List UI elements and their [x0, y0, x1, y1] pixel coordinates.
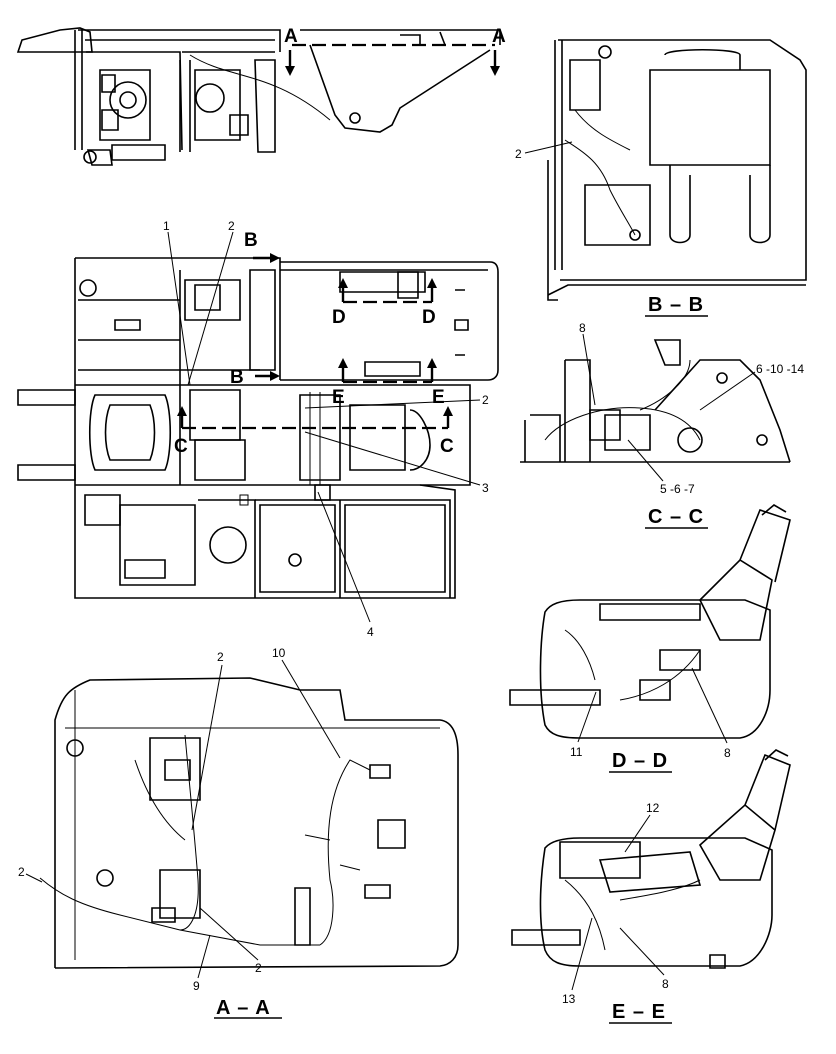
callout-2-aa-left: 2	[18, 865, 25, 879]
callout-6-10-14: 6 -10 -14	[756, 362, 804, 376]
callout-3: 3	[482, 481, 489, 495]
callout-11: 11	[570, 745, 583, 759]
callout-8-cc: 8	[579, 321, 586, 335]
callout-12: 12	[646, 801, 660, 815]
view-c-c: 8 6 -10 -14 5 -6 -7 C – C	[520, 321, 804, 529]
view-a-a: 2 10 2 2 9 A – A	[18, 646, 459, 1019]
section-marker-e-right: E	[432, 387, 445, 408]
section-marker-d-left: D	[332, 307, 346, 328]
callout-8-ee: 8	[662, 977, 669, 991]
section-marker-a-left: A	[284, 26, 298, 47]
section-marker-a-right: A	[492, 26, 506, 47]
callout-10-aa: 10	[272, 646, 286, 660]
plan-view: B B D D E E C C 1 2 2 3 4	[17, 219, 499, 639]
section-marker-c-right: C	[440, 436, 454, 457]
view-title-a-a: A – A	[216, 997, 271, 1019]
view-title-c-c: C – C	[648, 506, 704, 528]
callout-2-aa-bottom: 2	[255, 961, 262, 975]
callout-13: 13	[562, 992, 576, 1006]
callout-5-6-7: 5 -6 -7	[660, 482, 695, 496]
callout-2-aa-top: 2	[217, 650, 224, 664]
view-title-e-e: E – E	[612, 1001, 666, 1023]
callout-2-plan: 2	[228, 219, 235, 233]
view-e-e: 12 13 8 E – E	[511, 749, 791, 1024]
view-title-b-b: B – B	[648, 294, 704, 316]
callout-2-bb: 2	[515, 147, 522, 161]
callout-1: 1	[163, 219, 170, 233]
view-d-d: 11 8 D – D	[509, 504, 791, 773]
view-b-b: 2 B – B	[515, 39, 807, 317]
callout-4: 4	[367, 625, 374, 639]
section-marker-c-left: C	[174, 436, 188, 457]
callout-9: 9	[193, 979, 200, 993]
section-marker-d-right: D	[422, 307, 436, 328]
section-marker-b-bottom: B	[230, 367, 244, 388]
callout-2-plan-right: 2	[482, 393, 489, 407]
callout-8-dd: 8	[724, 746, 731, 760]
view-title-d-d: D – D	[612, 750, 668, 772]
section-marker-e-left: E	[332, 387, 345, 408]
section-marker-b-top: B	[244, 230, 258, 251]
top-side-view: A A	[16, 26, 506, 166]
